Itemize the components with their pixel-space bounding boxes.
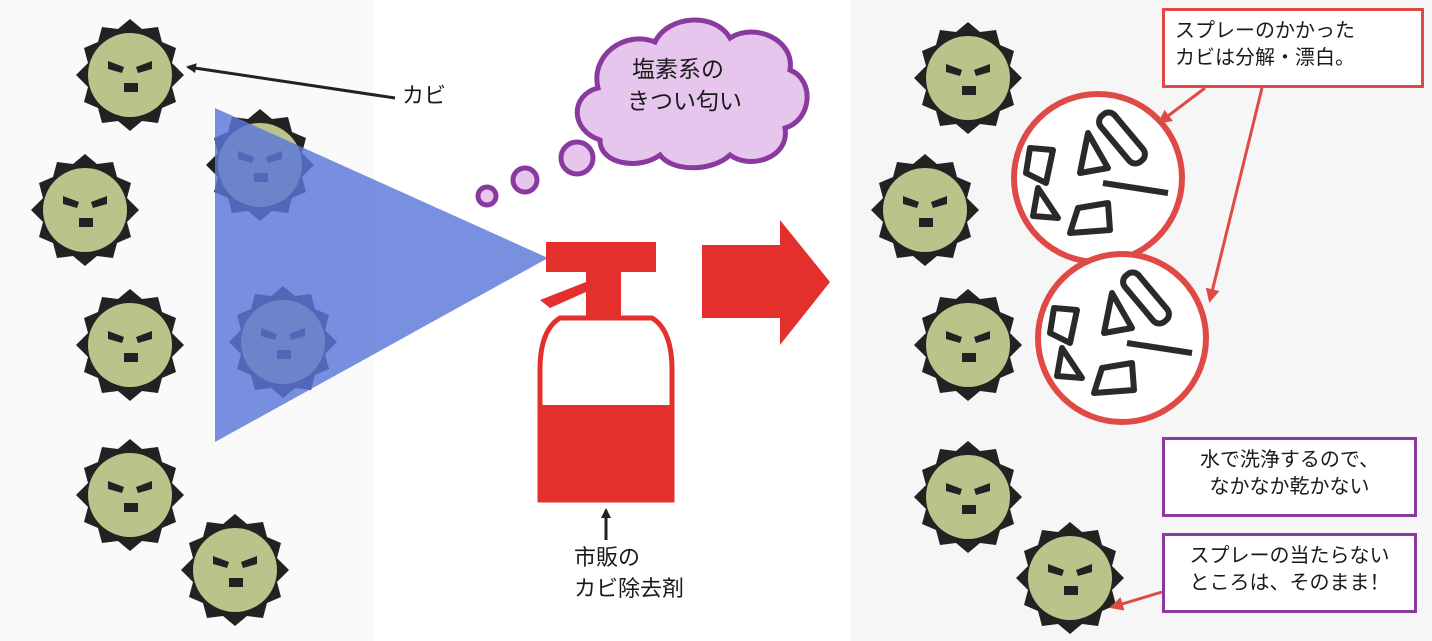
mold-icon xyxy=(76,19,184,131)
callout-wash-line1: 水で洗浄するので、 xyxy=(1199,447,1380,471)
thought-bubble xyxy=(475,17,810,208)
decomposed-mold-circle xyxy=(1038,254,1206,422)
mold-icon xyxy=(914,441,1022,553)
mold-icon xyxy=(914,22,1022,134)
mold-icon xyxy=(76,439,184,551)
callout-arrow xyxy=(1109,590,1163,611)
product-label-line1: 市販の xyxy=(574,546,641,571)
callout-arrow xyxy=(1205,87,1264,303)
mold-icon xyxy=(31,154,139,266)
mold-icon xyxy=(181,514,289,626)
mold-icon xyxy=(1016,522,1124,634)
thought-text-line1: 塩素系の xyxy=(632,57,724,83)
callout-untouched-line2: ところは、そのまま！ xyxy=(1189,570,1390,594)
callout-untouched-line1: スプレーの当たらない xyxy=(1189,543,1390,567)
callout-untouched: スプレーの当たらない ところは、そのまま！ xyxy=(1162,533,1417,613)
mold-pointer-line xyxy=(186,63,396,100)
spray-cone xyxy=(215,108,548,442)
callout-decomposed: スプレーのかかった カビは分解・漂白。 xyxy=(1162,8,1424,88)
spray-bottle-icon xyxy=(537,242,675,503)
mold-icon xyxy=(871,154,979,266)
mold-icon xyxy=(914,289,1022,401)
mold-label: カビ xyxy=(402,84,447,109)
product-label-line2: カビ除去剤 xyxy=(574,577,685,602)
callout-arrow xyxy=(1157,86,1206,124)
result-arrow xyxy=(702,220,830,345)
mold-icon xyxy=(76,289,184,401)
callout-wash: 水で洗浄するので、 なかなか乾かない xyxy=(1162,437,1417,517)
callout-wash-line2: なかなか乾かない xyxy=(1209,474,1370,498)
callout-decomposed-line1: スプレーのかかった xyxy=(1175,18,1355,42)
callout-decomposed-line2: カビは分解・漂白。 xyxy=(1175,45,1355,69)
thought-text-line2: きつい匂い xyxy=(627,89,742,115)
decomposed-mold-circle xyxy=(1014,94,1182,262)
